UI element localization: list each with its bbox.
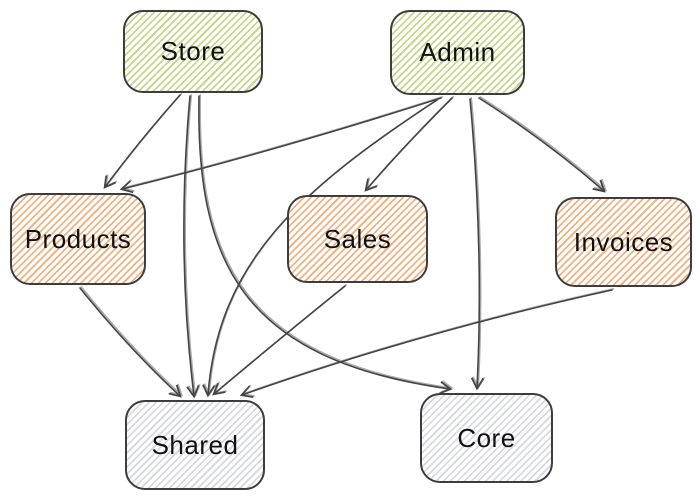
- node-admin-label: Admin: [419, 37, 496, 67]
- node-admin[interactable]: Admin: [390, 10, 525, 95]
- node-shared-label: Shared: [151, 429, 239, 460]
- edge-admin-products: [122, 97, 442, 189]
- node-sales-label: Sales: [323, 223, 392, 254]
- node-products[interactable]: Products: [10, 193, 146, 285]
- node-core[interactable]: Core: [420, 393, 553, 483]
- node-products-label: Products: [24, 223, 132, 254]
- edge-products-shared: [79, 287, 180, 396]
- edge-store-products: [105, 94, 181, 187]
- edge-sales-shared: [214, 285, 346, 394]
- edge-admin-invoices: [478, 97, 604, 191]
- node-core-label: Core: [457, 422, 516, 453]
- node-sales[interactable]: Sales: [287, 195, 428, 283]
- edge-store-core: [198, 95, 450, 389]
- edge-admin-core: [469, 98, 479, 388]
- edge-admin-sales: [366, 97, 453, 190]
- node-invoices-label: Invoices: [573, 226, 674, 257]
- edge-admin-shared: [208, 99, 438, 395]
- node-shared[interactable]: Shared: [125, 400, 265, 490]
- node-store-label: Store: [160, 36, 226, 66]
- node-invoices[interactable]: Invoices: [555, 197, 692, 287]
- edge-invoices-shared: [242, 289, 613, 395]
- edge-store-shared: [183, 95, 194, 396]
- node-store[interactable]: Store: [123, 10, 263, 93]
